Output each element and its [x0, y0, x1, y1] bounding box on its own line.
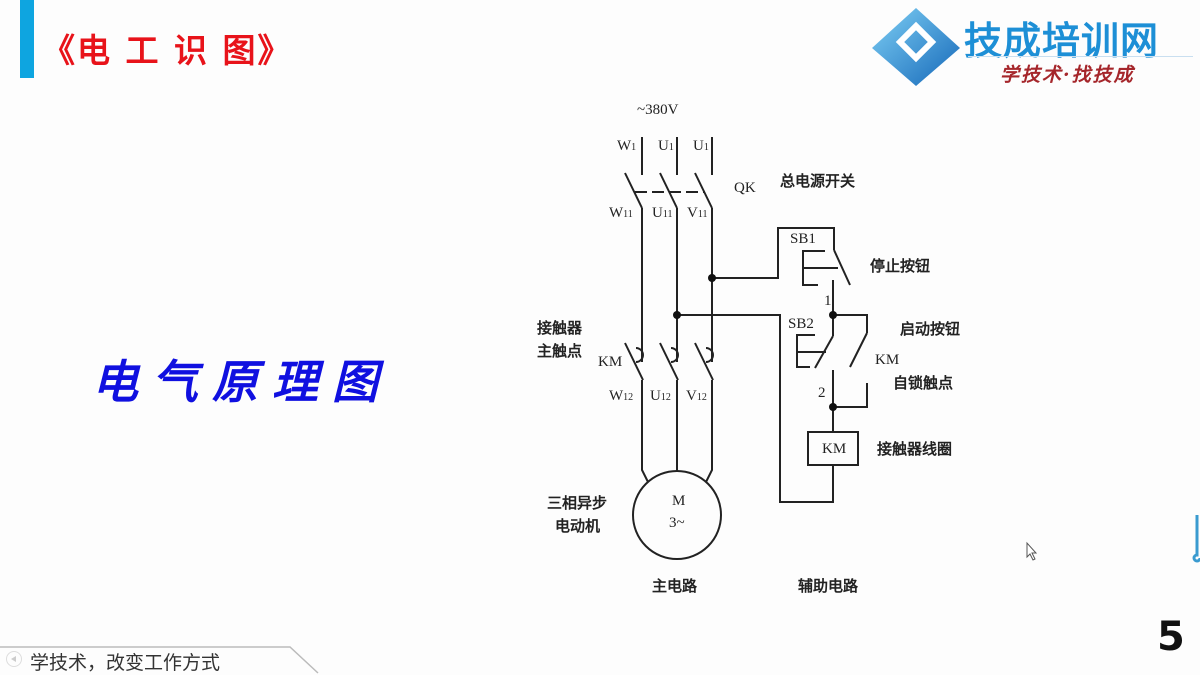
- sb2-code: SB2: [788, 316, 814, 332]
- edge-widget-icon: [1192, 515, 1200, 563]
- supply-label: ~380V: [637, 102, 679, 118]
- coil-code: KM: [822, 441, 846, 457]
- phase-in-w: W1: [617, 138, 636, 154]
- prev-slide-icon[interactable]: [6, 651, 22, 667]
- motor-phase: 3~: [669, 515, 685, 531]
- phase-mid-w: W11: [609, 205, 633, 221]
- logo-slogan: 学技术·找技成: [1000, 64, 1135, 86]
- switch-code: QK: [734, 180, 756, 196]
- page-number: 5: [1157, 614, 1185, 660]
- node-1: 1: [824, 293, 832, 309]
- sb1-label: 停止按钮: [870, 257, 930, 275]
- phase-out-w: W12: [609, 388, 633, 404]
- sb2-label: 启动按钮: [900, 320, 960, 338]
- sb1-code: SB1: [790, 231, 816, 247]
- main-contact-label-2: 主触点: [537, 342, 582, 360]
- main-circuit-label: 主电路: [652, 577, 698, 595]
- mouse-cursor-icon: [1026, 541, 1038, 561]
- footer-slogan: 学技术，改变工作方式: [30, 652, 221, 674]
- km-self-label: 自锁触点: [893, 374, 953, 392]
- wires: [624, 137, 868, 560]
- km-self-code: KM: [875, 352, 899, 368]
- logo-diamond-icon: [872, 8, 960, 86]
- footer-shape: [0, 646, 319, 674]
- logo: 技成培训网 学技术·找技成: [868, 4, 1198, 88]
- motor-label-2: 电动机: [555, 517, 600, 535]
- phase-in-u2: U1: [693, 138, 709, 154]
- main-contact-code: KM: [598, 354, 622, 370]
- motor-label-1: 三相异步: [547, 494, 607, 512]
- phase-in-u: U1: [658, 138, 674, 154]
- switch-label: 总电源开关: [780, 172, 855, 190]
- phase-mid-u: U11: [652, 205, 672, 221]
- slide-subject: 电气原理图: [92, 355, 392, 409]
- logo-name: 技成培训网: [964, 19, 1160, 63]
- motor-m: M: [672, 493, 685, 509]
- node-2: 2: [818, 385, 826, 401]
- aux-circuit-label: 辅助电路: [798, 577, 859, 595]
- footer-bar: 学技术，改变工作方式: [0, 645, 320, 675]
- main-contact-label-1: 接触器: [537, 319, 583, 337]
- coil-label: 接触器线圈: [877, 440, 952, 458]
- accent-bar: [20, 0, 34, 78]
- phase-out-u: U12: [650, 388, 671, 404]
- junctions: [673, 274, 837, 411]
- phase-out-v: V12: [686, 388, 707, 404]
- phase-mid-v: V11: [687, 205, 707, 221]
- logo-divider: [968, 56, 1193, 57]
- slide-title: 《电 工 识 图》: [42, 31, 293, 70]
